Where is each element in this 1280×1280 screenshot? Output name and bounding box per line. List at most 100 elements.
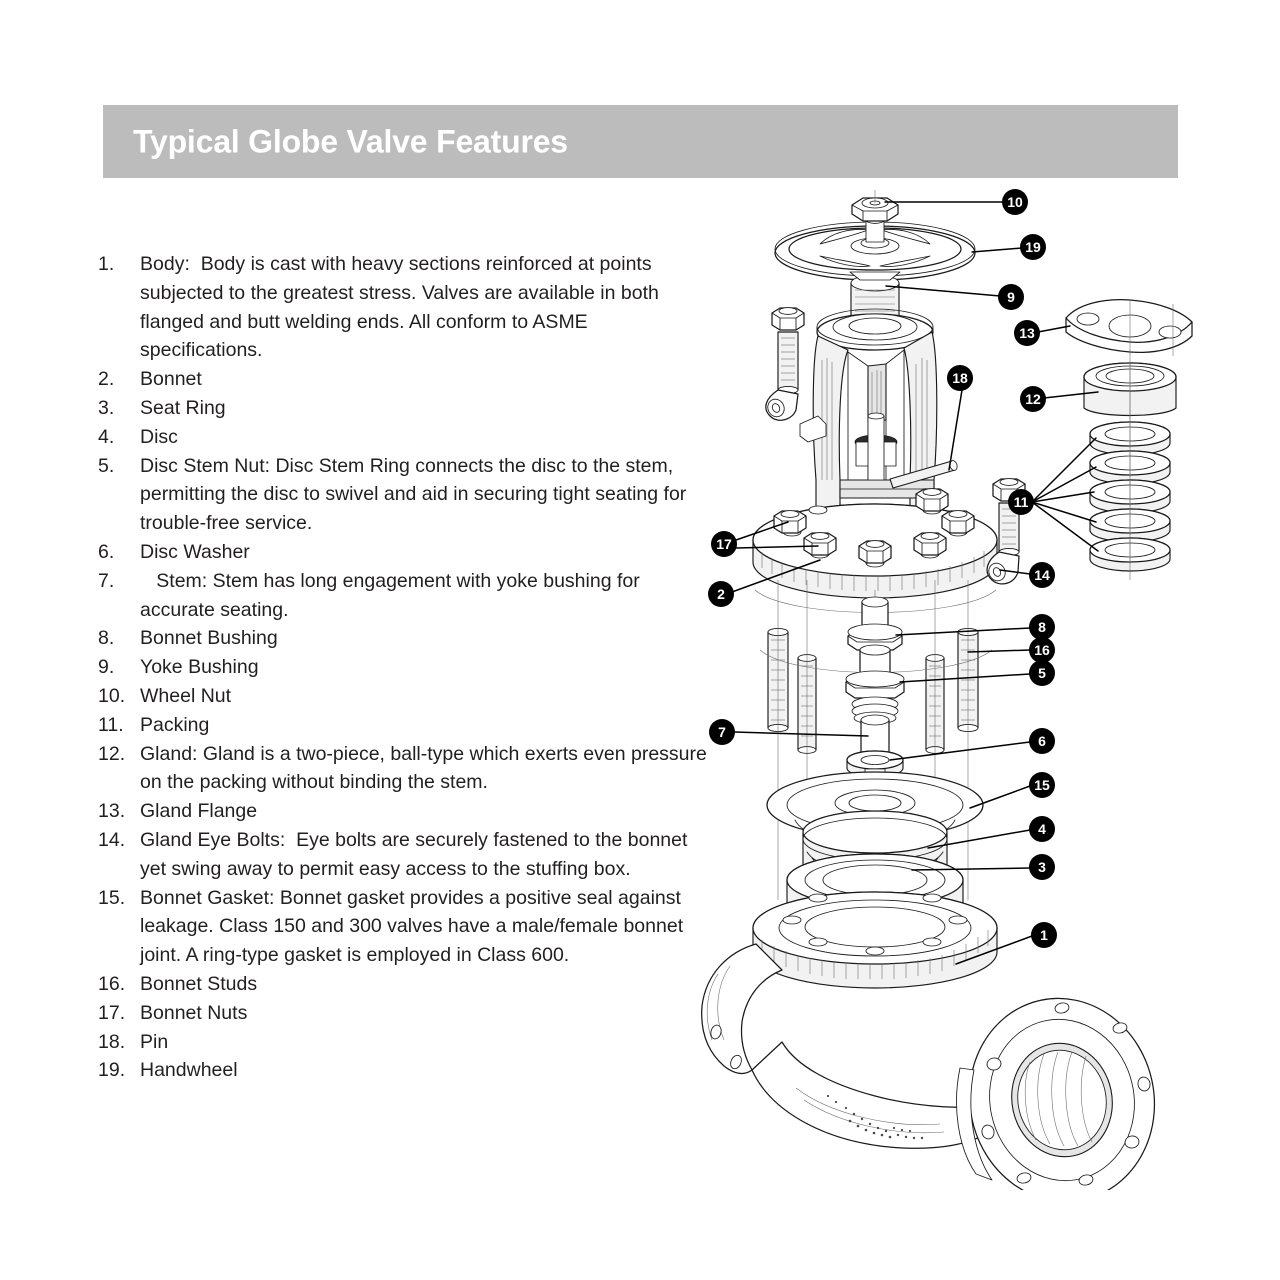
- feature-item: 14. Gland Eye Bolts: Eye bolts are secure…: [98, 826, 710, 884]
- feature-number: 6.: [98, 540, 115, 563]
- callout-5: 5: [1029, 660, 1055, 686]
- feature-number: 1.: [98, 253, 115, 275]
- feature-text: Handwheel: [140, 1059, 238, 1082]
- hex-nut: [803, 532, 837, 556]
- callout-badges: 10 19 9 13 12 11 18 14 17 2 8 16 5 7 6 1…: [708, 189, 1057, 948]
- callout-13: 13: [1014, 320, 1040, 346]
- svg-text:10: 10: [1007, 194, 1023, 210]
- feature-item: 4.Disc: [98, 423, 710, 452]
- eye-bolt-left: [765, 307, 827, 443]
- feature-text: Bonnet: [140, 368, 202, 391]
- feature-text: Bonnet Studs: [140, 972, 258, 995]
- feature-number: 17.: [98, 1001, 126, 1024]
- feature-item: 18. Pin: [98, 1028, 710, 1057]
- feature-number: 10.: [98, 684, 126, 707]
- callout-14: 14: [1029, 562, 1055, 588]
- svg-text:17: 17: [716, 536, 732, 552]
- feature-item: 15. Bonnet Gasket: Bonnet gasket provides…: [98, 884, 710, 970]
- feature-number: 11.: [98, 713, 124, 736]
- feature-number: 13.: [98, 800, 126, 823]
- feature-text: Bonnet Bushing: [140, 627, 278, 650]
- svg-text:13: 13: [1019, 325, 1035, 341]
- callout-6: 6: [1029, 728, 1055, 754]
- feature-number: 14.: [98, 828, 126, 851]
- feature-text: Gland: Gland is a two-piece, ball-type w…: [140, 742, 713, 794]
- hex-nut: [913, 532, 947, 556]
- feature-item: 12. Gland: Gland is a two-piece, ball-typ…: [98, 740, 710, 798]
- feature-item: 3. Seat Ring: [98, 394, 710, 423]
- feature-item: 8.Bonnet Bushing: [98, 624, 710, 653]
- feature-number: 18.: [98, 1030, 126, 1053]
- feature-text: Gland Eye Bolts: Eye bolts are securely …: [140, 828, 693, 880]
- wheel-nut-part: [851, 190, 899, 222]
- globe-valve-exploded-diagram: 10 19 9 13 12 11 18 14 17 2 8 16 5 7 6 1…: [700, 180, 1220, 1190]
- feature-item: 16. Bonnet Studs: [98, 970, 710, 999]
- feature-item: 7. Stem: Stem has long engagement with y…: [98, 567, 710, 625]
- stipple-shading: [826, 1094, 924, 1140]
- feature-number: 7.: [98, 569, 115, 592]
- svg-text:16: 16: [1034, 642, 1050, 658]
- svg-text:3: 3: [1038, 859, 1046, 875]
- callout-18: 18: [947, 365, 973, 391]
- callout-12: 12: [1020, 386, 1046, 412]
- callout-10: 10: [1002, 189, 1028, 215]
- feature-number: 16.: [98, 972, 126, 995]
- callout-2: 2: [708, 581, 734, 607]
- feature-item: 5.Disc Stem Nut: Disc Stem Ring connects…: [98, 452, 710, 538]
- hex-nut: [941, 510, 975, 534]
- body-end-flange: [956, 997, 1156, 1190]
- feature-text: Wheel Nut: [140, 684, 232, 707]
- hex-nut: [773, 510, 807, 534]
- feature-text: Packing: [140, 713, 210, 736]
- leader-lines: [731, 201, 1099, 965]
- feature-item: 11. Packing: [98, 711, 710, 740]
- callout-3: 3: [1029, 854, 1055, 880]
- hex-nut: [915, 488, 949, 512]
- svg-text:15: 15: [1034, 777, 1050, 793]
- svg-text:19: 19: [1025, 239, 1041, 255]
- page-title: Typical Globe Valve Features: [133, 123, 568, 159]
- feature-item: 2. Bonnet: [98, 365, 710, 394]
- valve-body-part: [701, 891, 1156, 1190]
- feature-text: Gland Flange: [140, 800, 258, 823]
- yoke-collar: [816, 308, 934, 351]
- callout-7: 7: [709, 719, 735, 745]
- handwheel-group: [774, 216, 976, 281]
- feature-text: Disc Washer: [140, 540, 250, 563]
- feature-number: 5.: [98, 454, 115, 477]
- callout-16: 16: [1029, 637, 1055, 663]
- feature-number: 2.: [98, 368, 115, 391]
- svg-text:11: 11: [1014, 494, 1029, 510]
- callout-9: 9: [998, 284, 1024, 310]
- feature-text: Pin: [140, 1030, 169, 1053]
- callout-11: 11: [1008, 489, 1034, 515]
- bonnet-nuts-group: [773, 488, 975, 564]
- feature-number: 15.: [98, 886, 126, 909]
- callout-15: 15: [1029, 772, 1055, 798]
- svg-text:4: 4: [1038, 821, 1046, 837]
- yoke-arch: [812, 331, 938, 533]
- svg-text:18: 18: [952, 370, 968, 386]
- stem-assembly: [845, 596, 905, 793]
- svg-text:14: 14: [1034, 567, 1050, 583]
- feature-item: 1. Body: Body is cast with heavy sections…: [98, 250, 710, 365]
- feature-number: 9.: [98, 656, 115, 679]
- feature-text: Bonnet Gasket: Bonnet gasket provides a …: [140, 886, 689, 967]
- header-band: Typical Globe Valve Features: [103, 105, 1178, 178]
- svg-text:8: 8: [1038, 619, 1046, 635]
- callout-19: 19: [1020, 234, 1046, 260]
- feature-text: Body: Body is cast with heavy sections r…: [140, 253, 665, 362]
- hex-nut: [858, 540, 892, 564]
- callout-8: 8: [1029, 614, 1055, 640]
- feature-text: Disc: [140, 425, 178, 448]
- svg-text:12: 12: [1025, 391, 1041, 407]
- feature-number: 12.: [98, 742, 126, 765]
- svg-text:7: 7: [718, 724, 726, 740]
- feature-item: 10. Wheel Nut: [98, 682, 710, 711]
- feature-number: 3.: [98, 396, 115, 419]
- feature-item: 17.Bonnet Nuts: [98, 999, 710, 1028]
- feature-text: Seat Ring: [140, 396, 226, 419]
- feature-item: 6. Disc Washer: [98, 538, 710, 567]
- callout-4: 4: [1029, 816, 1055, 842]
- svg-text:9: 9: [1007, 289, 1015, 305]
